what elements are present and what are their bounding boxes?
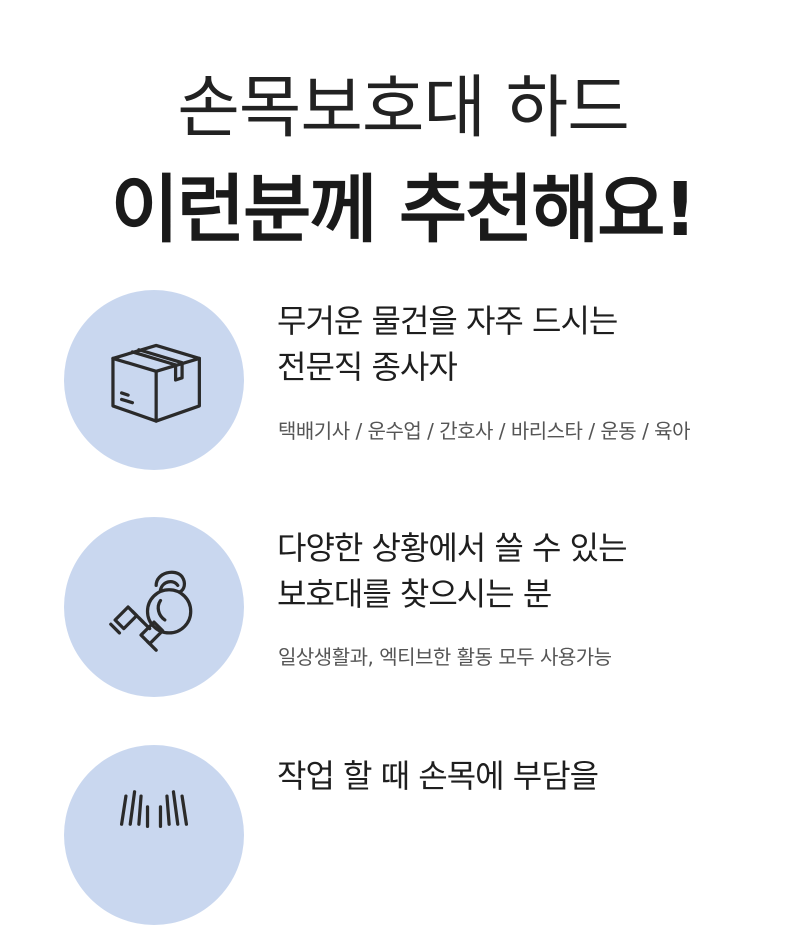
title-line-1: 손목보호대 하드 [177,69,630,148]
item-heading-line-1: 작업 할 때 손목에 부담을 [277,757,599,795]
item-heading-line-1: 무거운 물건을 자주 드시는 [277,302,618,340]
item-subtext: 일상생활과, 엑티브한 활동 모두 사용가능 [278,645,612,669]
dumbbell-kettlebell-icon [109,570,193,652]
item-heading-line-2: 보호대를 찾으시는 분 [277,575,552,613]
title-line-2: 이런분께 추천해요! [110,167,697,253]
item-heading-line-2: 전문직 종사자 [277,348,458,386]
package-box-icon [111,343,201,423]
hands-icon [119,790,189,828]
icon-circle [64,290,244,470]
icon-circle [64,517,244,697]
item-subtext: 택배기사 / 운수업 / 간호사 / 바리스타 / 운동 / 육아 [278,419,690,443]
item-heading-line-1: 다양한 상황에서 쓸 수 있는 [277,529,628,567]
icon-circle [64,745,244,925]
